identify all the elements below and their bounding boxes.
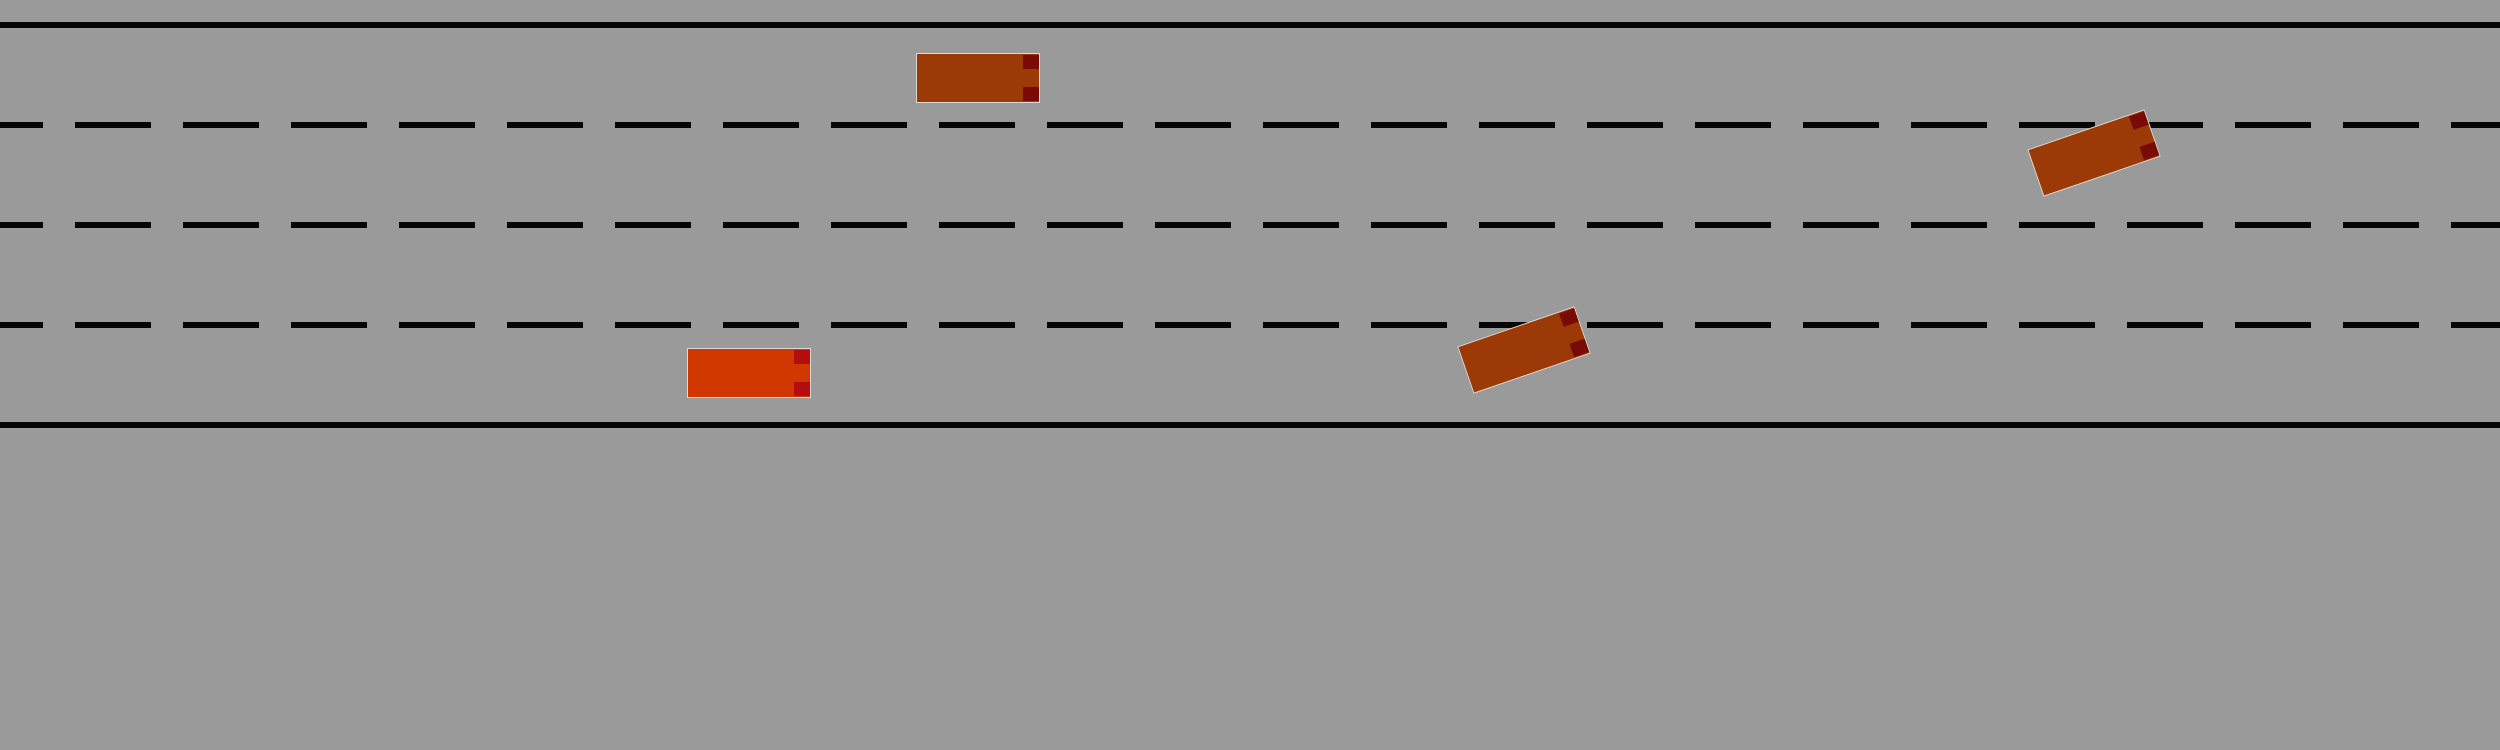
road-edge-top <box>0 22 2500 28</box>
lane-divider-1 <box>0 122 2500 128</box>
vehicle-light <box>1023 87 1039 101</box>
vehicle-light <box>1023 55 1039 69</box>
vehicle-light <box>2139 141 2160 161</box>
other-vehicle <box>916 53 1040 103</box>
vehicle-light <box>794 350 810 364</box>
vehicle-light <box>794 382 810 396</box>
vehicle-light <box>1569 338 1590 358</box>
vehicle-light <box>1559 308 1579 327</box>
lane-divider-2 <box>0 222 2500 228</box>
ego-vehicle <box>687 348 811 398</box>
road-edge-bottom <box>0 422 2500 428</box>
lane-divider-3 <box>0 322 2500 328</box>
vehicle-light <box>2129 111 2149 130</box>
other-vehicle <box>1457 306 1591 394</box>
